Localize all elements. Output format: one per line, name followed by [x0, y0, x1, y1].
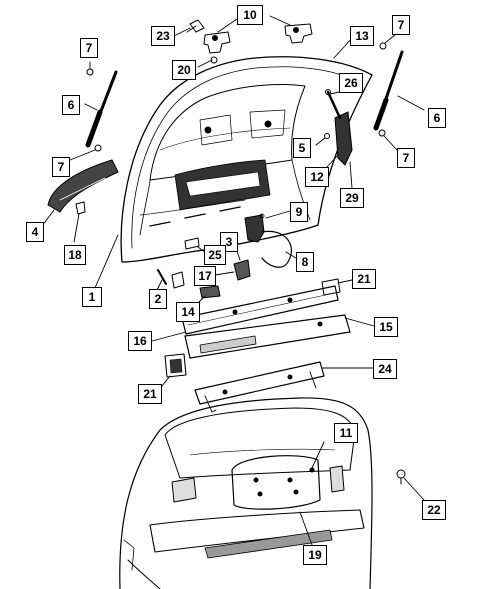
gas-strut-left — [85, 70, 118, 148]
trim-clip — [75, 201, 86, 215]
callout-1[interactable]: 1 — [82, 287, 102, 307]
vehicle-rear — [119, 397, 373, 589]
callout-20[interactable]: 20 — [172, 60, 196, 80]
camera-module-upper — [321, 278, 341, 296]
callout-14[interactable]: 14 — [176, 302, 200, 322]
callout-16[interactable]: 16 — [128, 331, 152, 351]
side-trim-panel — [47, 159, 119, 213]
callout-4[interactable]: 4 — [26, 222, 44, 242]
latch-cable — [261, 230, 292, 268]
liftgate-panel — [120, 56, 373, 263]
callout-7-mid-right[interactable]: 7 — [397, 148, 415, 168]
callout-22[interactable]: 22 — [422, 500, 446, 520]
callout-6-right[interactable]: 6 — [428, 108, 446, 128]
liftgate-latch — [244, 213, 265, 243]
callout-10[interactable]: 10 — [237, 5, 263, 25]
callout-23[interactable]: 23 — [151, 26, 175, 46]
callout-5[interactable]: 5 — [293, 138, 311, 158]
callout-9[interactable]: 9 — [290, 202, 308, 222]
hinge-right — [284, 23, 313, 44]
callout-15[interactable]: 15 — [374, 317, 398, 337]
callout-26[interactable]: 26 — [339, 73, 363, 93]
liftgate-applique — [181, 285, 351, 359]
callout-11[interactable]: 11 — [334, 423, 358, 443]
release-switch — [184, 237, 200, 250]
callout-13[interactable]: 13 — [350, 26, 374, 46]
callout-29[interactable]: 29 — [340, 188, 364, 208]
callout-18[interactable]: 18 — [64, 245, 86, 265]
callout-7-mid-left[interactable]: 7 — [52, 157, 70, 177]
callout-25[interactable]: 25 — [204, 245, 226, 265]
latch-bracket — [233, 259, 251, 281]
callout-17[interactable]: 17 — [194, 266, 216, 286]
callout-21-upper[interactable]: 21 — [352, 269, 376, 289]
callout-12[interactable]: 12 — [305, 167, 329, 187]
push-pin-fastener — [396, 469, 406, 485]
callout-7-top-left[interactable]: 7 — [80, 38, 98, 58]
callout-21-lower[interactable]: 21 — [138, 384, 162, 404]
power-liftgate-actuator — [325, 89, 353, 166]
callout-6-left[interactable]: 6 — [62, 95, 80, 115]
callout-19[interactable]: 19 — [303, 545, 327, 565]
hinge-left — [203, 31, 231, 54]
license-lamp-bracket — [194, 361, 325, 413]
callout-7-top-right[interactable]: 7 — [392, 15, 410, 35]
screw — [157, 269, 167, 285]
callout-8[interactable]: 8 — [296, 252, 314, 272]
gas-strut-right — [373, 50, 404, 131]
hinge-bolt — [186, 19, 205, 33]
callout-2[interactable]: 2 — [149, 289, 167, 309]
camera-module-lower — [164, 353, 187, 378]
handle-bracket — [171, 271, 221, 299]
callout-24[interactable]: 24 — [373, 359, 397, 379]
